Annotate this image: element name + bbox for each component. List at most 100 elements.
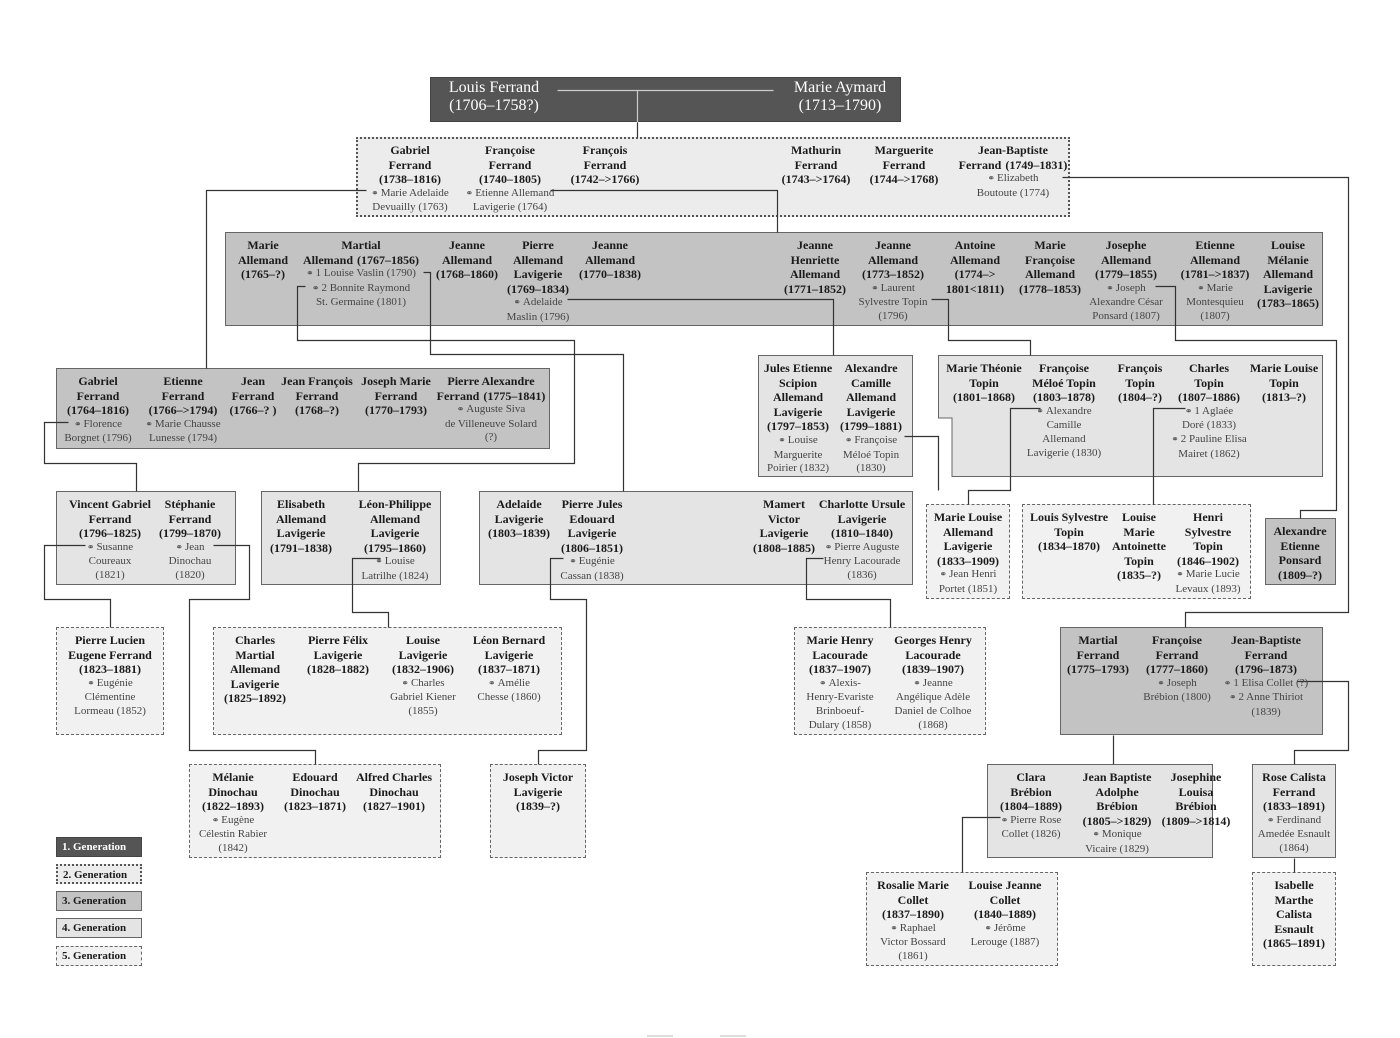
family-group-gen5 — [56, 627, 164, 735]
spouse-name: Eugène Célestin Rabier (1842) — [198, 813, 268, 854]
person-entry: Mélanie Dinochau (1822–1893)⚭Eugène Céle… — [168, 770, 298, 856]
person-dates: (1769–1834) — [507, 281, 569, 296]
person-dates: (1837–1871) — [478, 662, 540, 677]
person-dates: (1804–1889) — [1000, 799, 1062, 814]
marriage-icon: ⚭ — [569, 557, 577, 568]
person-entry: Jeanne Henriette Allemand (1771–1852) — [750, 238, 880, 296]
person-dates: (1738–1816) — [379, 172, 441, 187]
marriage-icon: ⚭ — [306, 269, 314, 280]
marriage-icon: ⚭ — [939, 570, 948, 581]
spouse-entry: ⚭Françoise Méloé Topin (1830) — [806, 434, 936, 476]
legend-item-generation-5: 5. Generation — [56, 946, 142, 966]
person-entry: Rosalie Marie Collet (1837–1890)⚭Raphael… — [848, 878, 978, 964]
person-entry: Alexandre Camille Allemand Lavigerie (17… — [806, 361, 936, 476]
person-name: Rosalie Marie Collet — [877, 878, 949, 907]
person-entry: Louis Ferrand (1706–1758?) — [429, 79, 559, 115]
spouse-entry: ⚭2 Bonnite Raymond St. Germaine (1801) — [296, 282, 426, 310]
legend-item-generation-2: 2. Generation — [56, 864, 142, 884]
spouse-name: Jeanne Angélique Adèle Daniel de Colhoe … — [894, 676, 972, 731]
person-dates: (1837–1907) — [809, 662, 871, 677]
marriage-icon: ⚭ — [1197, 283, 1205, 294]
person-entry: Isabelle Marthe Calista Esnault (1865–18… — [1229, 878, 1359, 951]
spouse-entry: ⚭Alexandre Camille Allemand Lavigerie (1… — [999, 405, 1129, 460]
person-entry: Etienne Ferrand (1766–>1794)⚭Marie Chaus… — [118, 374, 248, 446]
marriage-icon: ⚭ — [824, 542, 833, 553]
person-name: Antoine Allemand — [949, 238, 1000, 267]
person-name: Josephine Louisa Brébion — [1170, 770, 1222, 814]
person-dates: (1770–1793) — [365, 403, 427, 418]
marriage-icon: ⚭ — [456, 405, 465, 416]
person-name: Isabelle Marthe Calista Esnault — [1274, 878, 1314, 936]
person-name: Jeanne Allemand — [584, 238, 635, 267]
person-dates: (1823–1871) — [284, 799, 346, 814]
person-name: Rose Calista Ferrand — [1262, 770, 1326, 799]
family-group-gen1 — [430, 77, 901, 122]
person-name: Léon Bernard Lavigerie — [472, 633, 546, 662]
person-dates: (1796–1873) — [1235, 662, 1297, 677]
person-name: Léon-Philippe Allemand Lavigerie — [358, 497, 432, 541]
person-dates: (1777–1860) — [1146, 662, 1208, 677]
person-entry: Marie Théonie Topin (1801–1868) — [919, 361, 1049, 405]
spouse-entry: ⚭Auguste Siva de Villeneuve Solard (?) — [426, 403, 556, 445]
person-dates: (1828–1882) — [307, 662, 369, 677]
marriage-icon: ⚭ — [465, 188, 474, 199]
person-name: Françoise Ferrand — [1152, 633, 1202, 662]
person-dates: (1743–>1764) — [781, 172, 851, 187]
person-name: Françoise Ferrand — [485, 143, 535, 172]
marriage-icon: ⚭ — [145, 419, 153, 430]
person-entry: Adelaide Lavigerie (1803–1839) — [454, 497, 584, 541]
marriage-icon: ⚭ — [890, 923, 898, 934]
person-name: Joseph Victor Lavigerie — [502, 770, 574, 799]
person-dates: (1773–1852) — [862, 267, 924, 282]
person-entry: Jeanne Allemand (1773–1852)⚭Laurent Sylv… — [828, 238, 958, 324]
person-entry: Léon-Philippe Allemand Lavigerie (1795–1… — [330, 497, 460, 584]
person-name: Vincent Gabriel Ferrand — [69, 497, 151, 526]
spouse-name: Marie Adelaide Devuailly (1763) — [372, 186, 449, 214]
marriage-icon: ⚭ — [371, 188, 379, 199]
person-dates: (1839–?) — [516, 799, 560, 814]
family-group-gen5 — [189, 764, 441, 858]
person-entry: Edouard Dinochau (1823–1871) — [250, 770, 380, 814]
person-name: Mathurin Ferrand — [790, 143, 841, 172]
spouse-name: Charles Gabriel Kiener (1855) — [390, 676, 456, 717]
person-name: Marie Théonie Topin — [946, 361, 1022, 390]
person-name: Marie Louise Allemand Lavigerie — [933, 510, 1003, 554]
spouse-name: Pierre Rose Collet (1826) — [1001, 813, 1062, 841]
spouse-entry: ⚭Louise Latrilhe (1824) — [330, 555, 460, 583]
person-dates: (1808–1885) — [753, 540, 815, 555]
person-name: François Ferrand — [582, 143, 628, 172]
spouse-entry: ⚭1 Aglaée Doré (1833) — [1144, 405, 1274, 433]
person-dates: (1774–> 1801<1811) — [945, 267, 1005, 296]
person-name: Marie Henry Lacourade — [806, 633, 874, 662]
person-name: Louise Mélanie Allemand Lavigerie — [1262, 238, 1313, 296]
marriage-icon: ⚭ — [513, 298, 521, 309]
person-name: Joseph Marie Ferrand — [361, 374, 431, 403]
marriage-icon: ⚭ — [375, 557, 383, 568]
person-dates: (1766–? ) — [229, 403, 277, 418]
spouse-entry: ⚭Marie Chausse Lunesse (1794) — [118, 418, 248, 446]
person-name: Gabriel Ferrand — [388, 143, 432, 172]
legend-item-generation-1: 1. Generation — [56, 837, 142, 857]
marriage-icon: ⚭ — [913, 678, 921, 689]
spouse-entry: ⚭Joseph Brébion (1800) — [1112, 677, 1242, 705]
marriage-icon: ⚭ — [1036, 406, 1044, 417]
marriage-icon: ⚭ — [1228, 693, 1237, 704]
person-name: Jules Etienne Scipion Allemand Lavigerie — [763, 361, 833, 419]
family-group-gen5 — [866, 872, 1058, 966]
person-dates: (1801–1868) — [953, 390, 1015, 405]
spouse-entry: ⚭2 Anne Thiriot (1839) — [1201, 691, 1331, 719]
spouse-entry: ⚭Eugène Célestin Rabier (1842) — [168, 814, 298, 856]
person-dates: (1825–1892) — [224, 691, 286, 706]
spouse-name: Raphael Victor Bossard (1861) — [880, 921, 946, 962]
spouse-entry: ⚭Louise Marguerite Poirier (1832) — [733, 434, 863, 476]
marriage-icon: ⚭ — [488, 678, 496, 689]
person-entry: Henri Sylvestre Topin (1846–1902)⚭Marie … — [1143, 510, 1273, 597]
marriage-icon: ⚭ — [1092, 830, 1100, 841]
person-entry: Josephine Louisa Brébion (1809–>1814) — [1131, 770, 1261, 828]
person-dates: (1822–1893) — [202, 799, 264, 814]
family-group-gen5 — [490, 764, 586, 858]
person-entry: Marie Louise Topin (1813–?) — [1219, 361, 1349, 405]
marriage-icon: ⚭ — [211, 815, 220, 826]
spouse-entry: ⚭Ferdinand Amedée Esnault (1864) — [1229, 814, 1359, 856]
marriage-icon: ⚭ — [819, 678, 827, 689]
